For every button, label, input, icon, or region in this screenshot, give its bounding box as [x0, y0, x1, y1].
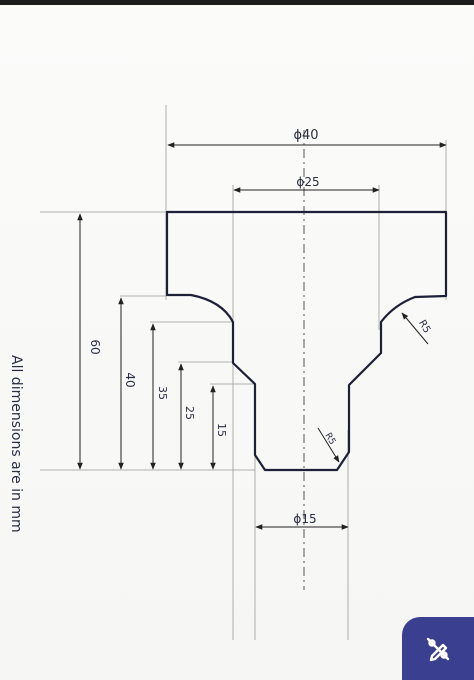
dimension-lines: [77, 142, 447, 530]
label-dia-40: ϕ40: [293, 128, 318, 143]
status-bar: [0, 0, 474, 5]
label-height-25: 25: [183, 406, 196, 420]
part-outline: [165, 210, 448, 472]
label-dia-25: ϕ25: [296, 175, 319, 189]
label-height-35: 35: [156, 386, 169, 400]
label-height-15: 15: [215, 423, 228, 437]
label-height-60: 60: [88, 339, 102, 354]
edit-fab-button[interactable]: [402, 617, 474, 680]
leader-radius-right: [401, 312, 429, 345]
pencil-slash-icon: [426, 637, 450, 661]
leader-radius-bottom: [317, 427, 340, 463]
label-dia-15: ϕ15: [293, 512, 316, 526]
label-height-40: 40: [123, 372, 137, 387]
label-radius-bottom: R5: [322, 431, 337, 446]
dimension-note: All dimensions are in mm: [8, 355, 24, 533]
